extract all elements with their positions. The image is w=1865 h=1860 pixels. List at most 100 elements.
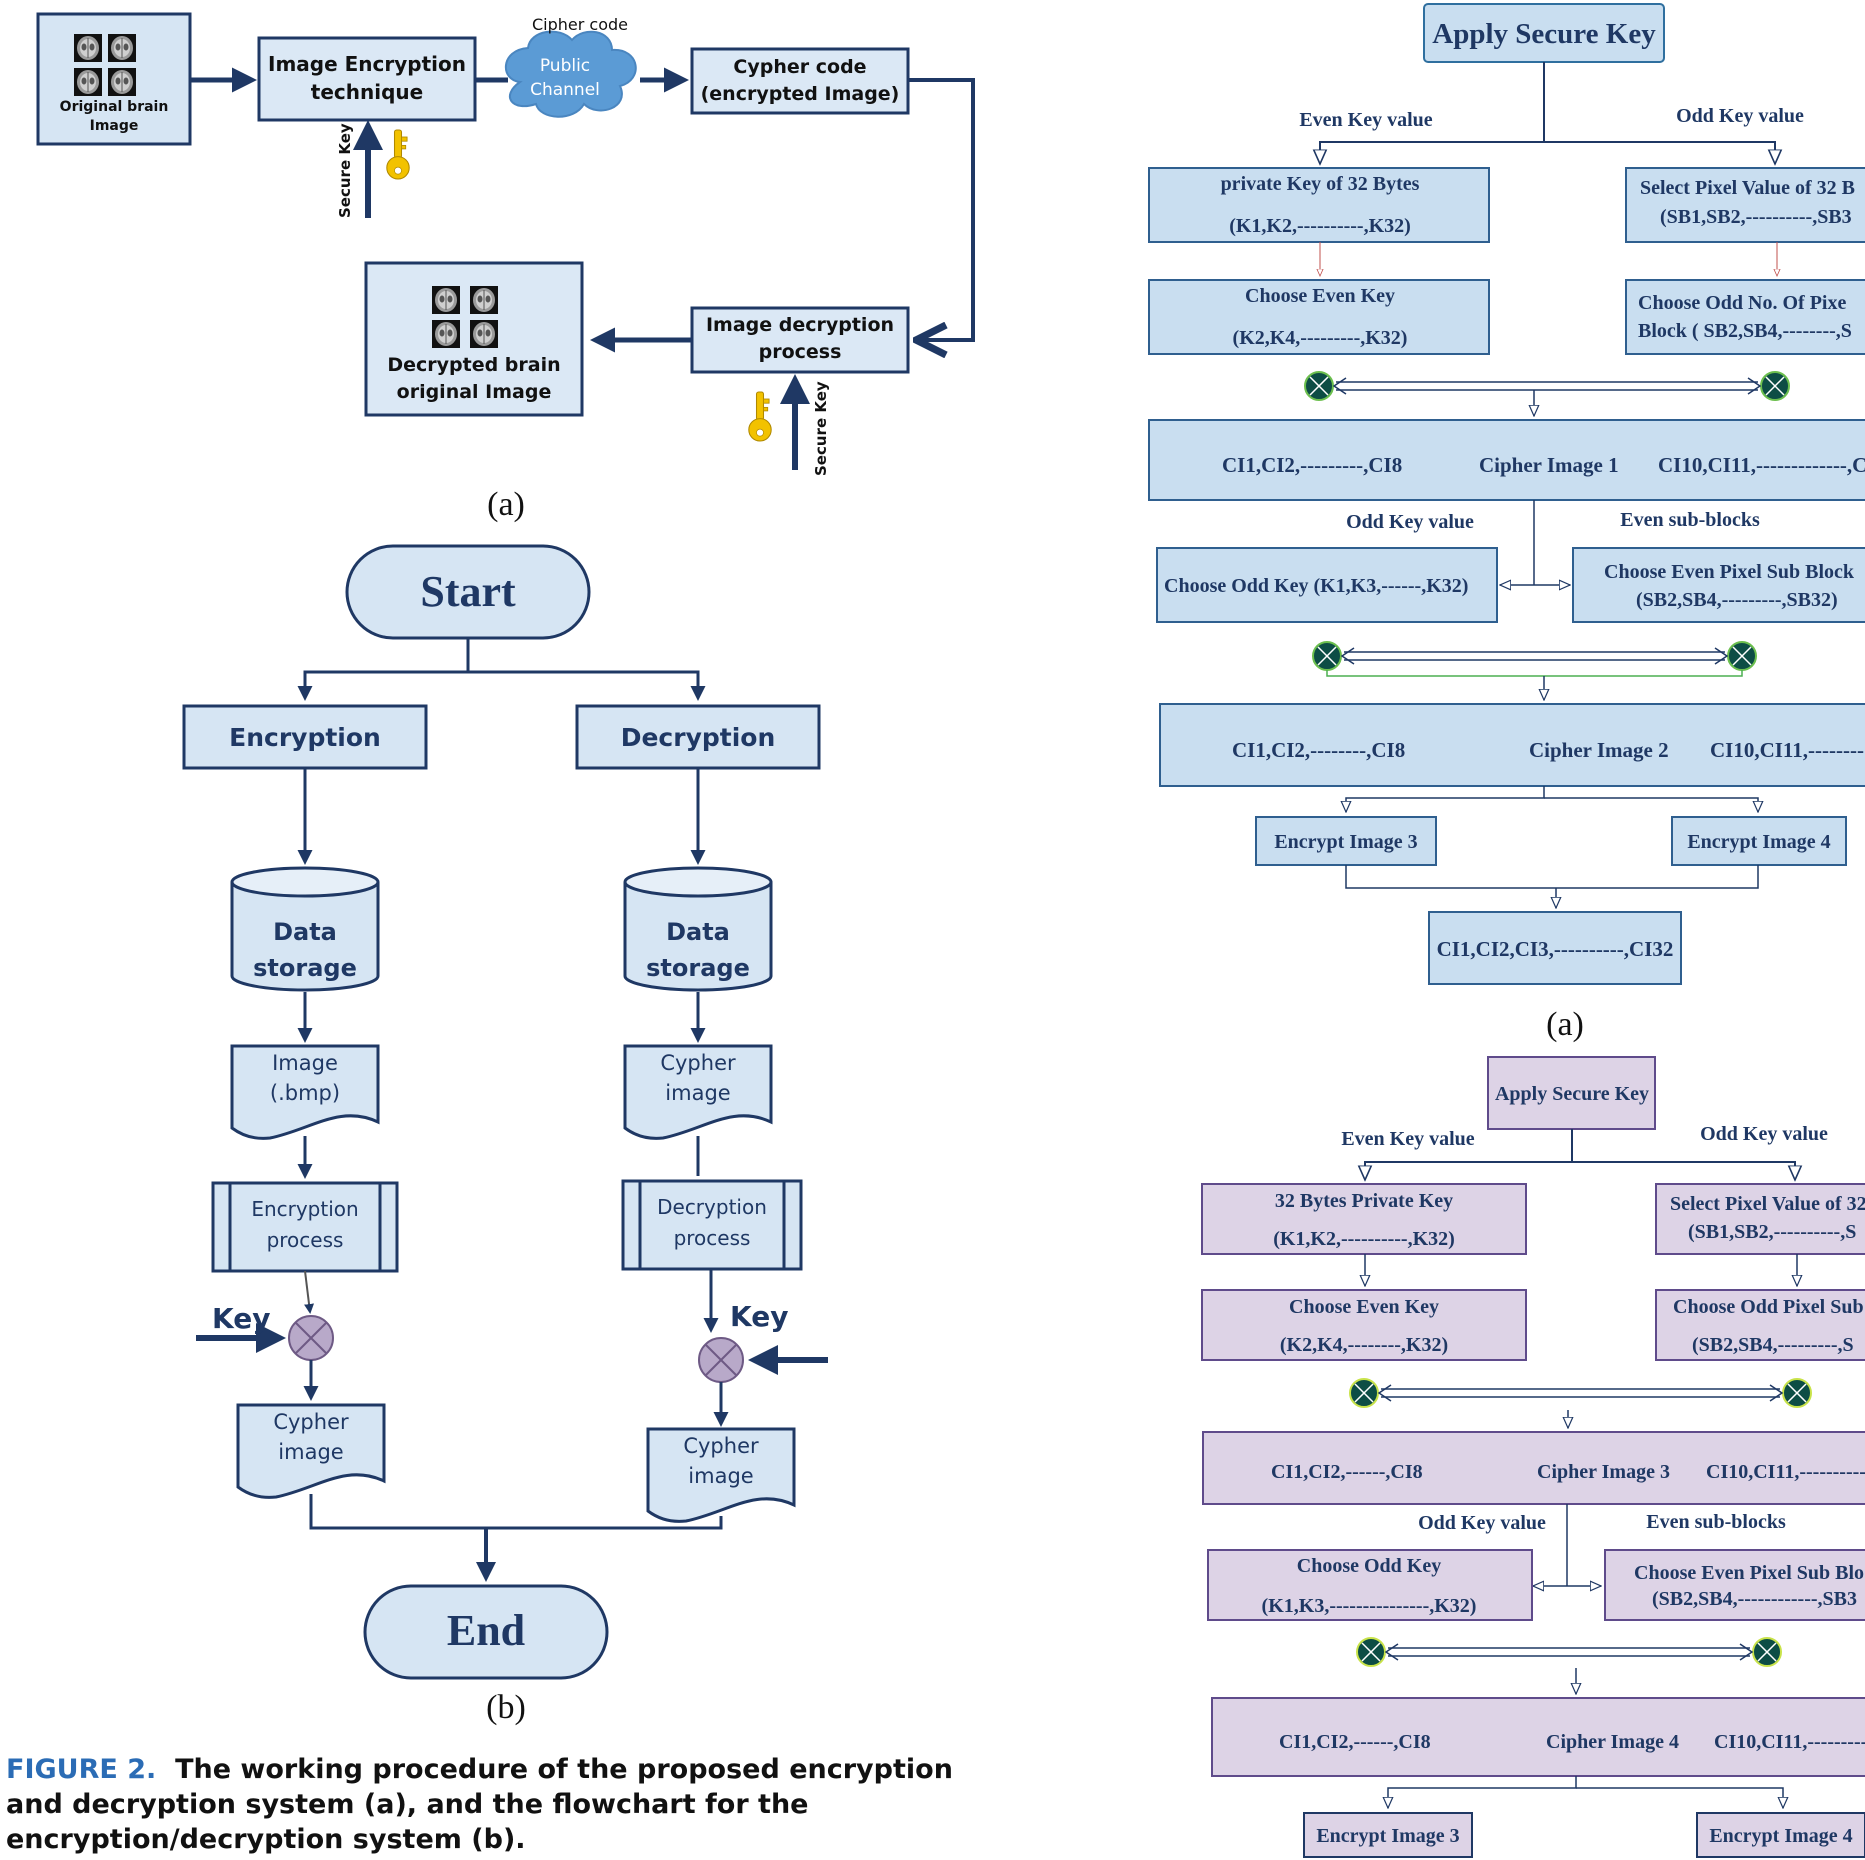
right-diagram-a: Apply Secure Key Even Key value Odd Key … (1148, 3, 1865, 1043)
double-arrow-head (1340, 647, 1355, 665)
double-arrow-head (1384, 1643, 1399, 1661)
decrypted-brain-image-box: Decrypted brain original Image (364, 261, 584, 417)
encryption-process-label: Encryption process (251, 1197, 359, 1252)
data-storage-left-label: Data storage (253, 918, 357, 982)
connector-green (1326, 670, 1743, 677)
encrypt-image-3-box (1255, 816, 1437, 866)
ci-right-1: CI10,CI11,-------------,C (1658, 453, 1865, 477)
image-bmp-document: Image (.bmp) (230, 1044, 380, 1140)
even-key-value-label-2: Even Key value (1341, 1128, 1474, 1150)
image-encryption-technique-label: Image Encryption technique (268, 52, 466, 104)
connector (1388, 1776, 1577, 1808)
encrypt-image-4-box-2 (1696, 1812, 1865, 1858)
figure-caption: FIGURE 2. The working procedure of the p… (6, 1752, 1006, 1857)
data-storage-right: Data storage (623, 866, 773, 992)
figure-caption-text: The working procedure of the proposed en… (6, 1754, 953, 1855)
choose-even-key-line2: (K2,K4,---------,K32) (1233, 327, 1408, 349)
choose-odd-key-label: Choose Odd Key (K1,K3,------,K32) (1164, 575, 1468, 597)
choose-even-pixel-box-2 (1604, 1549, 1865, 1621)
xor-node (1752, 1637, 1782, 1667)
choose-odd-sub-box-2 (1655, 1289, 1865, 1361)
even-sub-blocks-label: Even sub-blocks (1620, 509, 1760, 531)
choose-odd-sub-line2-2: (SB2,SB4,---------,S (1692, 1334, 1854, 1356)
decryption-box (575, 704, 821, 770)
ci-right-4: CI10,CI11,---------- (1714, 1731, 1865, 1753)
ci-all-label: CI1,CI2,CI3,----------,CI32 (1437, 937, 1674, 961)
even-key-value-label: Even Key value (1299, 109, 1432, 131)
encryption-process-box: Encryption process (211, 1181, 399, 1273)
cypher-image-document-top: Cypher image (623, 1044, 773, 1140)
encrypt-image-4-label-2: Encrypt Image 4 (1709, 1825, 1852, 1847)
choose-even-pixel-line2: (SB2,SB4,---------,SB32) (1636, 589, 1838, 611)
key-icon (386, 129, 410, 180)
original-brain-image-label: Original brain Image (59, 99, 169, 134)
cipher-image-4-box (1211, 1697, 1865, 1777)
cypher-code-label: Cypher code (encrypted Image) (700, 56, 900, 105)
choose-odd-key-line2-2: (K1,K3,---------------,K32) (1262, 1595, 1477, 1617)
cypher-code-box: Cypher code (encrypted Image) (690, 47, 910, 115)
cipher-image-3-box (1202, 1431, 1865, 1505)
ci-left-3: CI1,CI2,------,CI8 (1271, 1461, 1423, 1483)
connector-start-encryption (297, 638, 470, 701)
choose-odd-no-line1: Choose Odd No. Of Pixe (1638, 292, 1846, 314)
cipher-image-1-box (1148, 419, 1865, 501)
public-channel-label: Public Channel (530, 56, 600, 100)
choose-even-pixel-line1: Choose Even Pixel Sub Block (1604, 561, 1855, 583)
choose-odd-key-line1-2: Choose Odd Key (1297, 1555, 1441, 1577)
ci-right-2: CI10,CI11,-------- (1710, 738, 1864, 762)
right-diagram-b: Apply Secure Key Even Key value Odd Key … (1201, 1056, 1865, 1858)
connector (1572, 1161, 1795, 1180)
decryption-process-box: Decryption process (621, 1179, 803, 1271)
choose-even-key-box (1148, 279, 1490, 355)
connector-start-decryption (468, 670, 706, 701)
cypher-image-top-label: Cypher image (660, 1051, 736, 1105)
start-label: Start (420, 567, 516, 616)
encrypt-image-3-box-2 (1303, 1812, 1473, 1858)
connector-merge (1345, 865, 1759, 889)
choose-even-key-line1: Choose Even Key (1245, 285, 1395, 307)
xor-node (1304, 371, 1334, 401)
choose-even-pixel-box (1572, 547, 1865, 623)
image-encryption-technique-box: Image Encryption technique (257, 36, 477, 122)
double-arrow-head (1739, 1643, 1754, 1661)
apply-secure-key-label-2: Apply Secure Key (1495, 1083, 1649, 1105)
private-key-line2-2: (K1,K2,----------,K32) (1273, 1228, 1455, 1250)
flowchart-b: Start Encryption Decryption Data storage… (182, 544, 828, 1726)
xor-node (1356, 1637, 1386, 1667)
double-arrow-head (1714, 647, 1729, 665)
ci-all-box (1428, 911, 1682, 985)
key-right-label: Key (730, 1300, 788, 1333)
encrypt-image-4-box (1671, 816, 1847, 866)
choose-odd-key-box (1156, 547, 1498, 623)
apply-secure-key-label: Apply Secure Key (1432, 18, 1656, 50)
end-label: End (447, 1606, 525, 1655)
encrypt-image-3-label-2: Encrypt Image 3 (1316, 1825, 1459, 1847)
choose-odd-no-box (1625, 279, 1865, 355)
original-brain-image-box: Original brain Image (36, 12, 192, 146)
cipher-image-4-label: Cipher Image 4 (1546, 1731, 1679, 1753)
secure-key-label-encryption: Secure Key (336, 123, 354, 218)
ci-left-1: CI1,CI2,---------,CI8 (1222, 453, 1402, 477)
odd-key-value-label-2: Odd Key value (1700, 1123, 1828, 1145)
ci-right-3: CI10,CI11,----------- (1706, 1461, 1865, 1483)
choose-even-key-line1-2: Choose Even Key (1289, 1296, 1439, 1318)
decryption-process-label: Decryption process (657, 1195, 767, 1250)
odd-key-value-label: Odd Key value (1676, 105, 1804, 127)
cipher-image-1-label: Cipher Image 1 (1479, 453, 1619, 477)
cipher-code-label: Cipher code (532, 15, 628, 34)
choose-even-pixel-line1-2: Choose Even Pixel Sub Blo (1634, 1562, 1864, 1584)
select-pixel-line2-2: (SB1,SB2,----------,S (1688, 1221, 1856, 1243)
connector (304, 1270, 314, 1314)
encryption-label: Encryption (229, 723, 381, 752)
cypher-image-left-label: Cypher image (273, 1410, 349, 1464)
ci-left-2: CI1,CI2,--------,CI8 (1232, 738, 1405, 762)
diagram-a: Original brain Image Image Encryption te… (36, 12, 975, 523)
double-arrow-head (1332, 377, 1347, 395)
image-decryption-process-label: Image decryption process (705, 314, 895, 363)
public-channel-cloud: Public Channel (504, 30, 637, 118)
encrypt-image-3-label: Encrypt Image 3 (1274, 831, 1417, 853)
key-icon (748, 391, 772, 442)
connector (1544, 141, 1775, 164)
encrypt-image-4-label: Encrypt Image 4 (1687, 831, 1830, 853)
cipher-image-3-label: Cipher Image 3 (1537, 1461, 1670, 1483)
